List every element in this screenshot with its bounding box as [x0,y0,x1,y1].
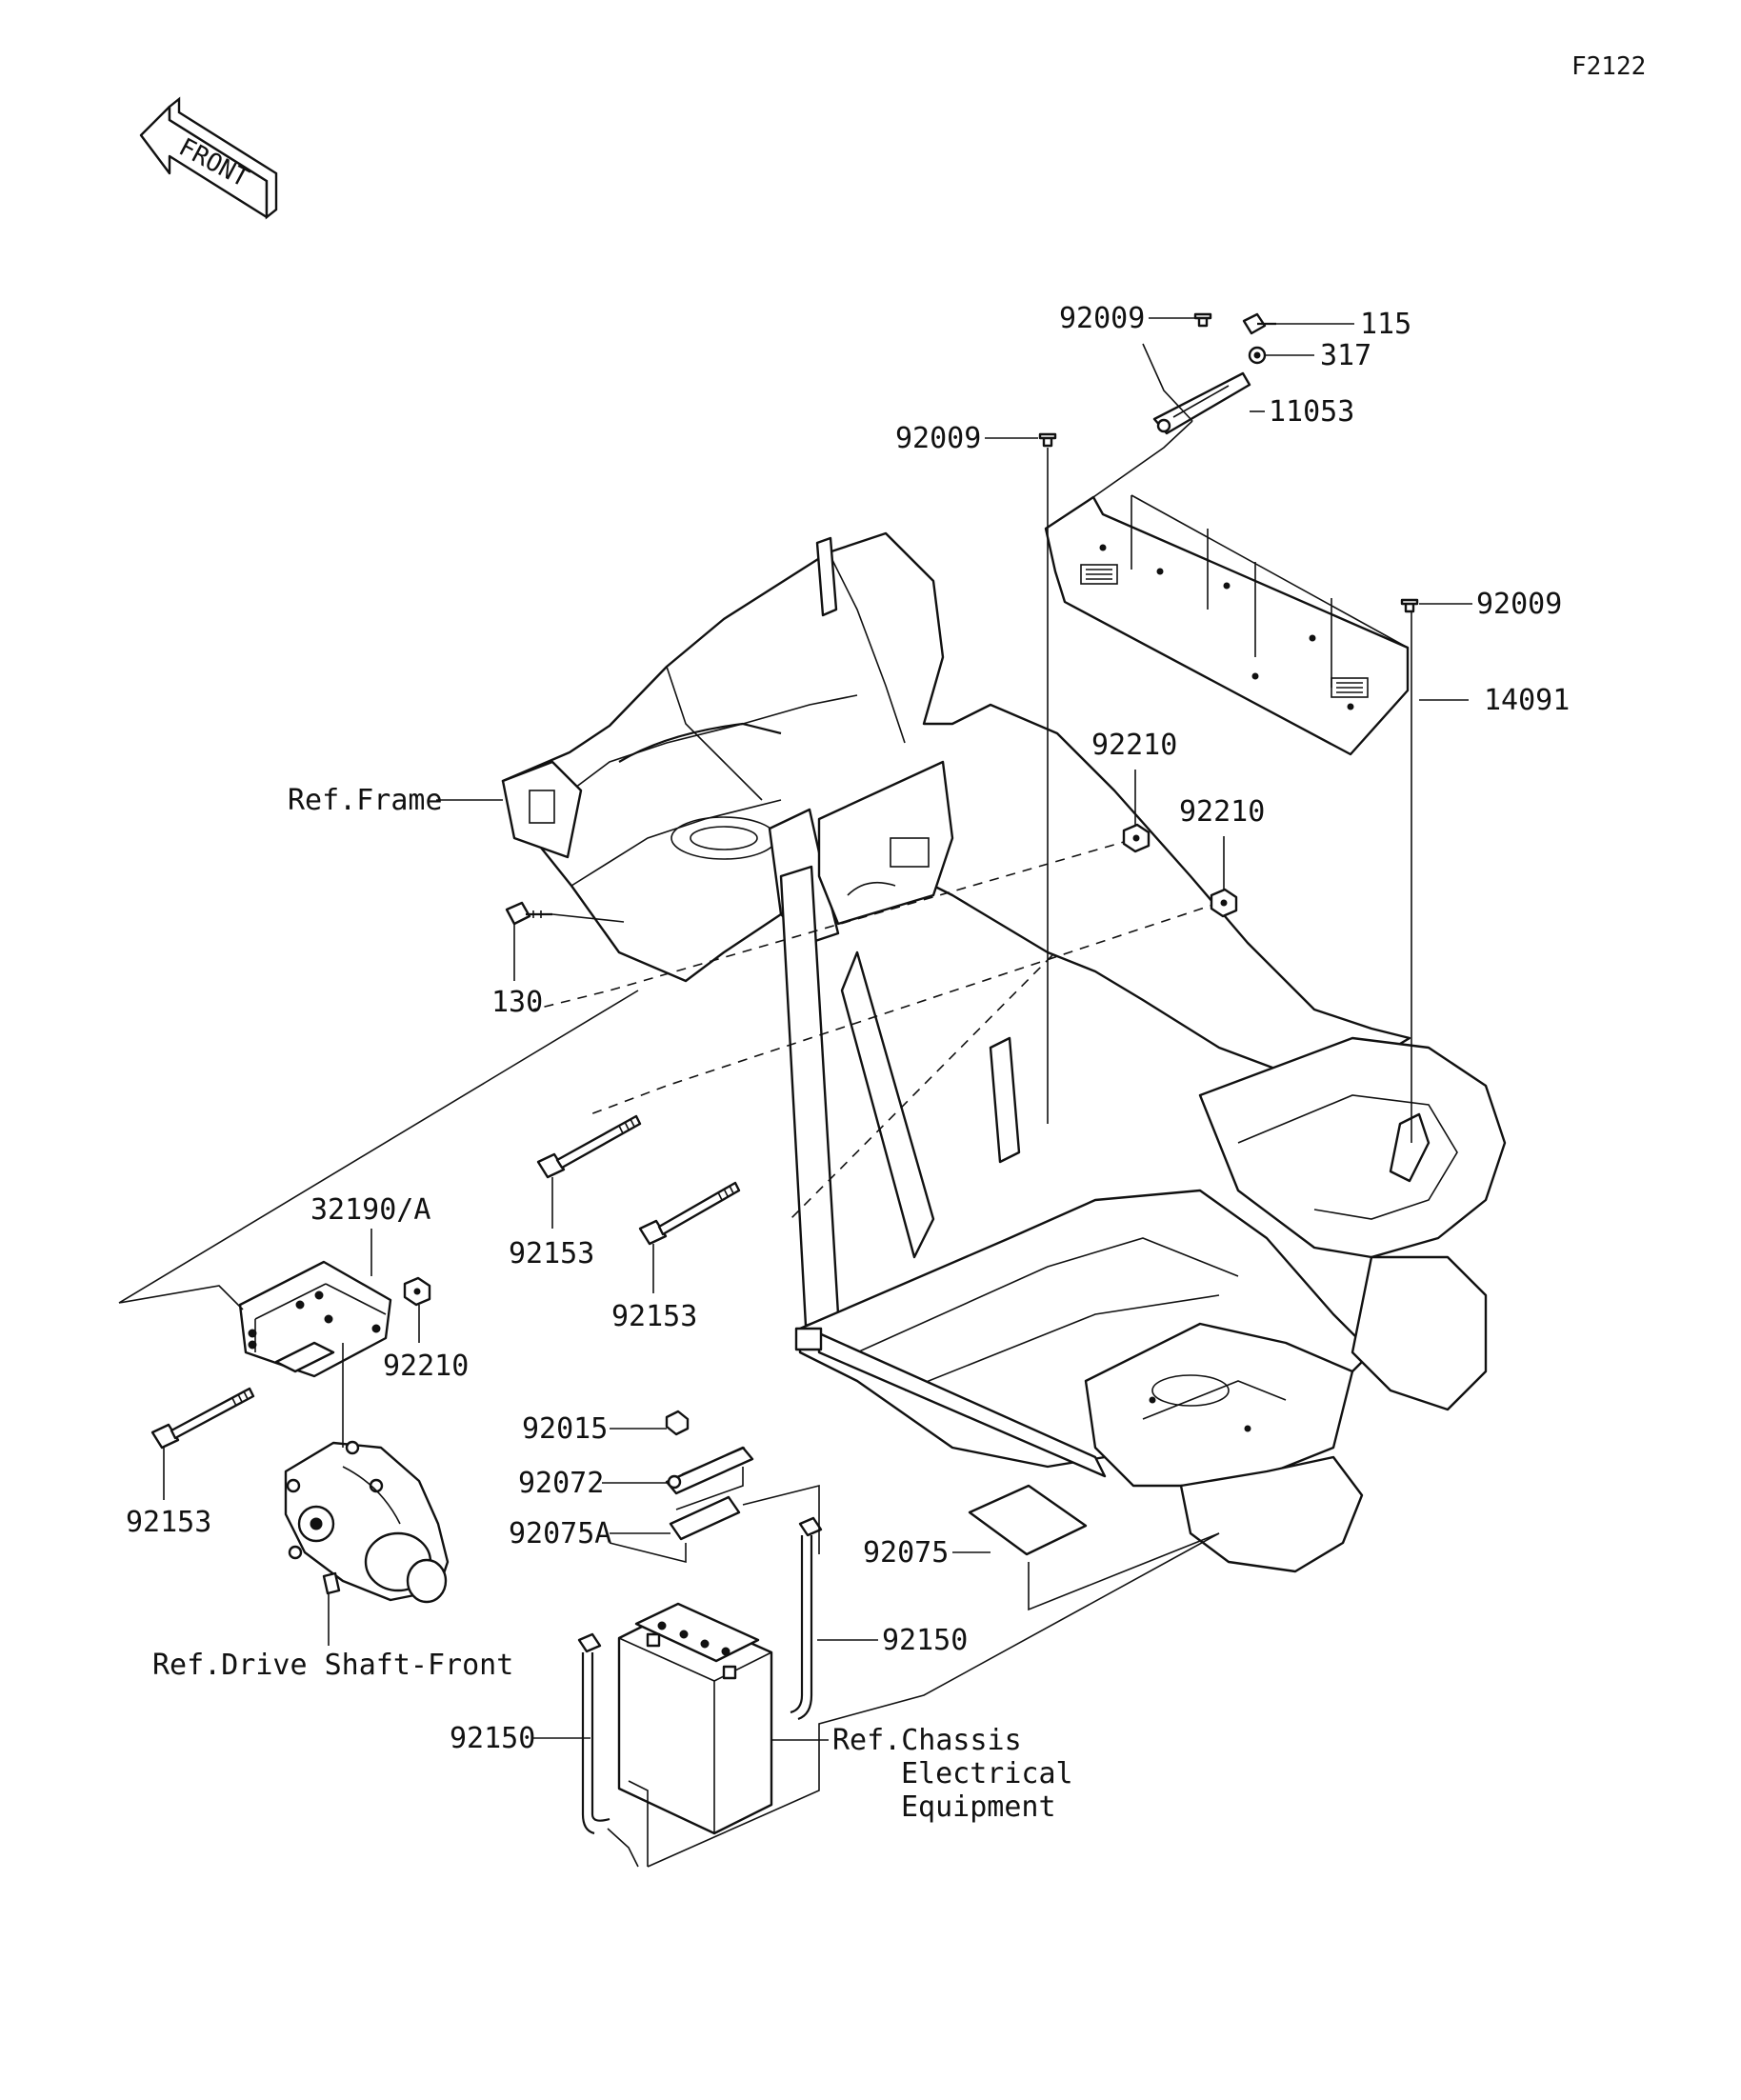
long-bolt-92153-a [536,1114,642,1179]
label-ref-chassis-1: Ref.Chassis [832,1724,1022,1757]
rod-92150-a [790,1516,823,1721]
dashed-guide-3 [790,954,1053,1220]
bolt-130 [505,901,552,926]
mount-bracket-32190 [238,1260,392,1378]
bolt-115 [1242,312,1276,335]
pad-92075 [968,1484,1088,1556]
screw-92009-c [1400,598,1419,613]
nut-317 [1248,346,1267,365]
label-92015: 92015 [522,1412,608,1446]
label-92153-b: 92153 [611,1300,697,1333]
bracket-11053 [1152,371,1251,435]
long-bolt-92153-c [150,1387,255,1450]
label-92075: 92075 [863,1536,949,1570]
label-ref-chassis-3: Equipment [901,1790,1056,1824]
vehicle-frame [501,531,1507,1573]
figure-code: F2122 [1571,52,1646,81]
nut-92210-b [1210,888,1238,918]
nut-92210-c [403,1276,431,1307]
cover-plate-14091 [1044,494,1410,756]
label-14091: 14091 [1484,684,1570,717]
label-11053: 11053 [1269,395,1354,429]
screw-92009-b [1038,432,1057,448]
label-92210-c: 92210 [383,1350,469,1383]
front-differential [284,1440,450,1604]
label-92210-b: 92210 [1179,795,1265,829]
label-92009-a: 92009 [1059,302,1145,335]
nut-92015 [665,1410,690,1436]
label-92009-b: 92009 [895,422,981,455]
label-ref-drive-shaft-front: Ref.Drive Shaft-Front [152,1649,513,1682]
dashed-guide-1 [532,839,1131,1010]
label-115: 115 [1360,308,1411,341]
label-92075A: 92075A [509,1517,611,1550]
leader-lines [118,317,1472,1868]
battery [617,1602,773,1835]
rod-92150-b [577,1632,610,1835]
label-92153-c: 92153 [126,1506,211,1539]
label-92210-a: 92210 [1091,729,1177,762]
dashed-guide-2 [590,902,1220,1115]
screw-92009-a [1193,312,1212,328]
label-ref-frame: Ref.Frame [288,784,443,817]
label-32190-a: 32190/A [310,1193,430,1227]
label-92153-a: 92153 [509,1237,594,1270]
label-92150-b: 92150 [450,1722,535,1755]
label-92072: 92072 [518,1467,604,1500]
label-317: 317 [1320,339,1371,372]
label-130: 130 [491,986,543,1019]
long-bolt-92153-b [638,1181,741,1246]
label-92150-a: 92150 [882,1624,968,1657]
nut-92210-a [1122,823,1151,853]
pad-92075A [669,1495,741,1541]
front-direction-arrow-icon: FRONT [139,96,278,220]
label-92009-c: 92009 [1476,588,1562,621]
label-ref-chassis-2: Electrical [901,1757,1073,1790]
battery-strap-92072 [665,1446,754,1495]
